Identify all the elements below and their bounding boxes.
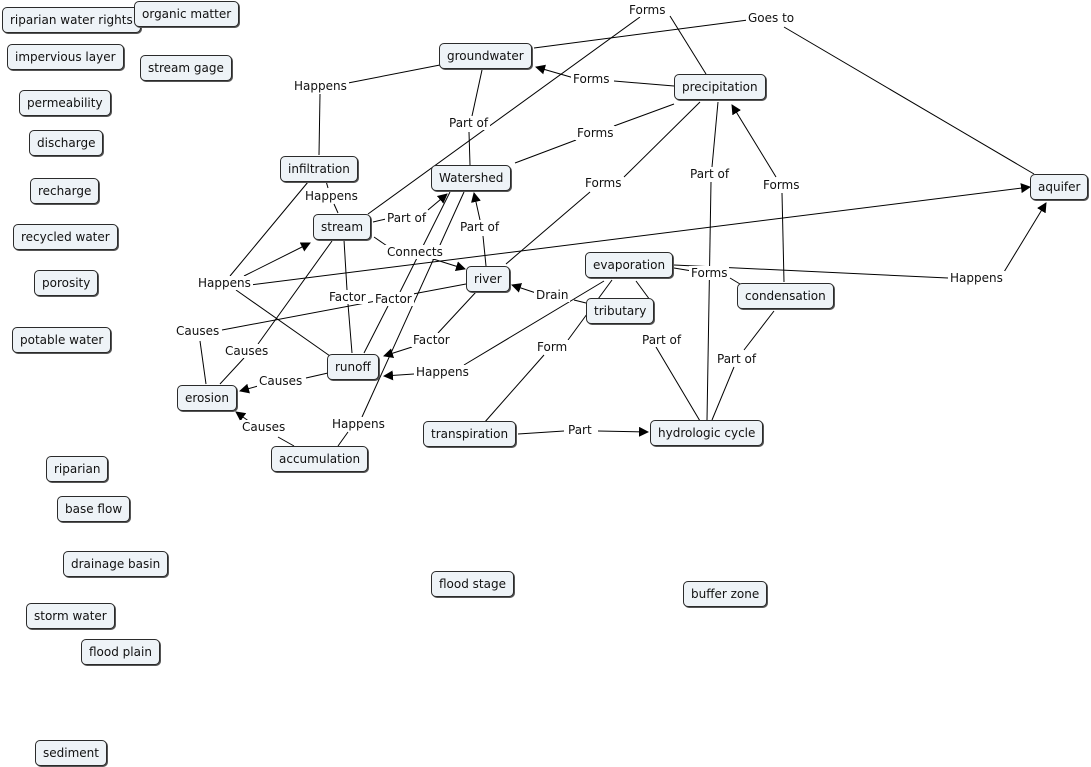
link-label-forms: Forms [575,126,616,140]
concept-condensation[interactable]: condensation [737,283,834,309]
link-label-part-of: Part of [458,220,502,234]
concept-recycled-water[interactable]: recycled water [13,224,118,250]
link-label-happens: Happens [303,189,360,203]
link-label-causes: Causes [174,324,222,338]
link-label-factor: Factor [373,292,414,306]
concept-runoff[interactable]: runoff [327,354,379,380]
concept-sediment[interactable]: sediment [35,740,107,766]
concept-accumulation[interactable]: accumulation [271,446,369,472]
link-label-causes: Causes [223,344,271,358]
link-label-part-of: Part of [447,116,491,130]
link-label-part-of: Part of [715,352,759,366]
concept-groundwater[interactable]: groundwater [439,43,532,69]
link-label-forms: Forms [761,178,802,192]
link-label-part-of: Part of [640,333,684,347]
link-label-connects: Connects [385,245,445,259]
concept-buffer-zone[interactable]: buffer zone [683,581,768,607]
concept-discharge[interactable]: discharge [29,130,104,156]
link-label-happens: Happens [330,417,387,431]
concept-recharge[interactable]: recharge [30,178,100,204]
concept-flood-plain[interactable]: flood plain [81,639,160,665]
concept-infiltration[interactable]: infiltration [280,156,358,182]
concept-watershed[interactable]: Watershed [431,165,512,191]
link-label-forms: Forms [627,3,668,17]
link-label-goes-to: Goes to [746,11,797,25]
link-label-drain: Drain [534,288,571,302]
concept-porosity[interactable]: porosity [34,270,99,296]
concept-flood-stage[interactable]: flood stage [431,571,514,597]
link-label-part-of: Part of [385,211,429,225]
link-label-factor: Factor [327,290,368,304]
concept-impervious-layer[interactable]: impervious layer [7,44,124,70]
link-label-factor: Factor [411,333,452,347]
link-label-forms: Forms [689,266,730,280]
concept-drainage-basin[interactable]: drainage basin [63,551,169,577]
concept-precipitation[interactable]: precipitation [674,74,766,100]
concept-riparian-water-rights[interactable]: riparian water rights [2,7,141,33]
link-label-part-of: Part of [688,167,732,181]
concept-riparian[interactable]: riparian [46,456,109,482]
concept-stream[interactable]: stream [313,214,372,240]
concept-organic-matter[interactable]: organic matter [134,1,240,27]
link-label-happens: Happens [292,79,349,93]
concept-river[interactable]: river [466,266,510,292]
concept-tributary[interactable]: tributary [586,298,655,324]
concept-storm-water[interactable]: storm water [26,603,115,629]
link-label-form: Form [535,340,570,354]
link-label-causes: Causes [257,374,305,388]
concept-permeability[interactable]: permeability [19,90,111,116]
concept-evaporation[interactable]: evaporation [585,252,674,278]
link-label-causes: Causes [240,420,288,434]
link-label-happens: Happens [196,276,253,290]
concept-potable-water[interactable]: potable water [12,327,112,353]
concept-erosion[interactable]: erosion [177,385,237,411]
link-label-forms: Forms [583,176,624,190]
concept-transpiration[interactable]: transpiration [423,421,517,447]
link-label-forms: Forms [571,72,612,86]
link-label-part: Part [566,423,594,437]
concept-base-flow[interactable]: base flow [57,496,131,522]
concept-aquifer[interactable]: aquifer [1030,174,1089,200]
concept-stream-gage[interactable]: stream gage [140,55,232,81]
link-label-happens: Happens [948,271,1005,285]
link-label-happens: Happens [414,365,471,379]
concept-hydrologic-cycle[interactable]: hydrologic cycle [650,420,764,446]
